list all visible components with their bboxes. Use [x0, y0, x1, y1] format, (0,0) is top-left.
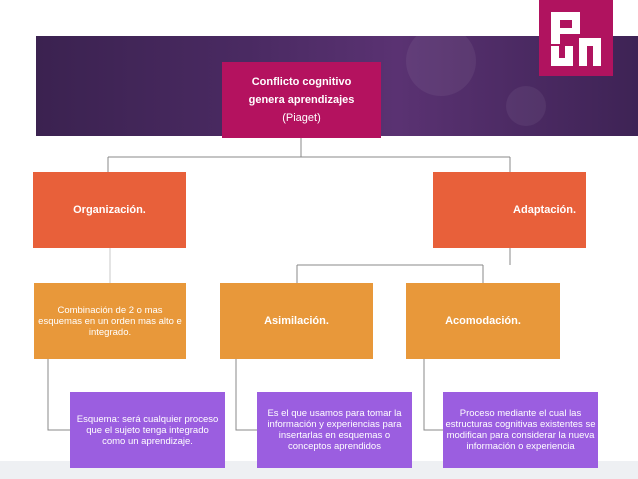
banner-decoration: [506, 86, 546, 126]
organizacion-label: Organización.: [73, 204, 146, 216]
asimilacion-desc-text: Es el que usamos para tomar la informaci…: [267, 408, 402, 452]
organizacion-node: Organización.: [33, 172, 186, 248]
asimilacion-node: Asimilación.: [220, 283, 373, 359]
root-node: Conflicto cognitivo genera aprendizajes …: [222, 62, 381, 138]
asimilacion-label: Asimilación.: [264, 315, 329, 327]
root-title-line2: genera aprendizajes: [248, 94, 355, 106]
asimilacion-desc-node: Es el que usamos para tomar la informaci…: [257, 392, 412, 468]
acomodacion-desc-text: Proceso mediante el cual las estructuras…: [445, 408, 596, 452]
banner-decoration: [406, 36, 476, 96]
esquema-text: Esquema: será cualquier proceso que el s…: [76, 413, 219, 447]
combinacion-text: Combinación de 2 o mas esquemas en un or…: [38, 304, 182, 338]
adaptacion-node: Adaptación.: [433, 172, 586, 248]
adaptacion-label: Adaptación.: [513, 204, 576, 216]
esquema-node: Esquema: será cualquier proceso que el s…: [70, 392, 225, 468]
acomodacion-label: Acomodación.: [445, 315, 521, 327]
acomodacion-desc-node: Proceso mediante el cual las estructuras…: [443, 392, 598, 468]
root-title-line1: Conflicto cognitivo: [251, 76, 352, 88]
university-logo-icon: [539, 0, 613, 76]
combinacion-node: Combinación de 2 o mas esquemas en un or…: [34, 283, 186, 359]
root-subtitle: (Piaget): [282, 112, 321, 124]
acomodacion-node: Acomodación.: [406, 283, 560, 359]
